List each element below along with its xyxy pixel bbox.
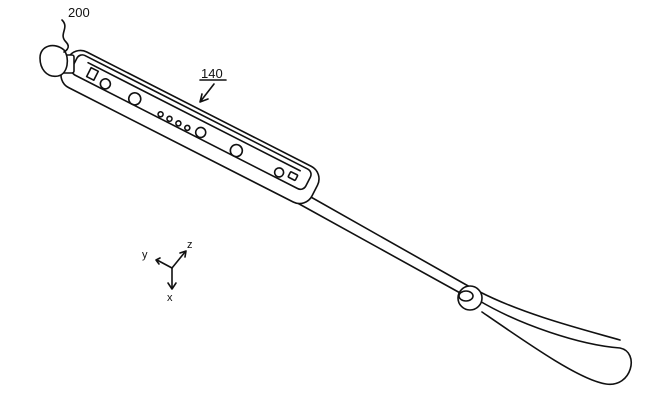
axis-y-label: y <box>142 249 148 261</box>
button <box>273 167 285 178</box>
button <box>194 126 207 139</box>
leader-arrow-140 <box>199 83 215 103</box>
strap-lock-knob <box>457 285 483 311</box>
axis-x-label: x <box>167 292 173 304</box>
button <box>127 92 142 106</box>
button <box>229 143 244 158</box>
label-200: 200 <box>68 5 90 20</box>
attachment-cap <box>39 44 75 78</box>
leader-line-200 <box>61 19 70 53</box>
coordinate-axes <box>155 250 187 290</box>
axis-z-label: z <box>187 239 193 251</box>
controller-body <box>60 49 320 205</box>
wrist-strap <box>291 191 632 385</box>
button <box>99 78 112 90</box>
label-140: 140 <box>201 66 223 81</box>
